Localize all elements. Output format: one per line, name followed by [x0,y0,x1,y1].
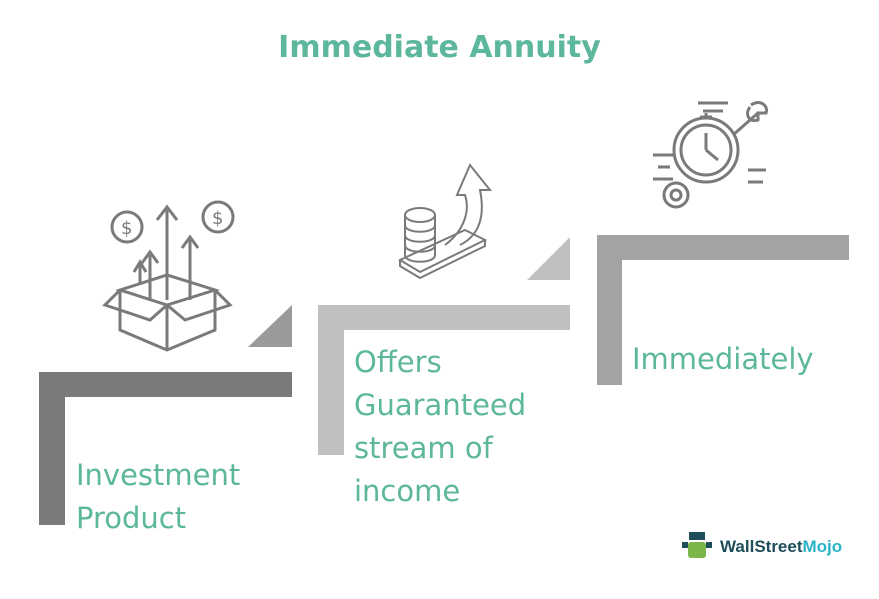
box-with-dollar-arrows-icon: $ $ [102,200,235,352]
svg-text:$: $ [121,218,132,239]
step-1-bar [39,372,292,397]
step-2-label-line: Guaranteed [354,388,527,422]
step-3-post [597,235,622,385]
step-2-label-line: income [354,474,461,508]
logo-text-mojo: Mojo [802,537,843,556]
step-1-triangle [248,305,292,347]
step-2-label-line: Offers [354,345,442,379]
step-3-label-line: Immediately [632,342,814,376]
page-title: Immediate Annuity [278,30,601,65]
coins-growth-arrow-icon [397,163,493,280]
step-2-post [318,305,344,455]
logo-mascot-icon [682,532,712,558]
step-1-label-line: Investment [76,458,241,492]
logo-text-wallstreet: WallStreet [720,537,803,556]
step-2-bar [318,305,570,330]
step-2-label-line: stream of [354,431,493,465]
step-2-triangle [527,237,570,280]
wallstreetmojo-logo: WallStreetMojo [680,530,842,564]
step-1-label-line: Product [76,501,187,535]
stopwatch-gear-wrench-icon [653,101,769,209]
step-3-bar [597,235,849,260]
svg-text:$: $ [212,208,223,229]
step-1-post [39,372,65,525]
